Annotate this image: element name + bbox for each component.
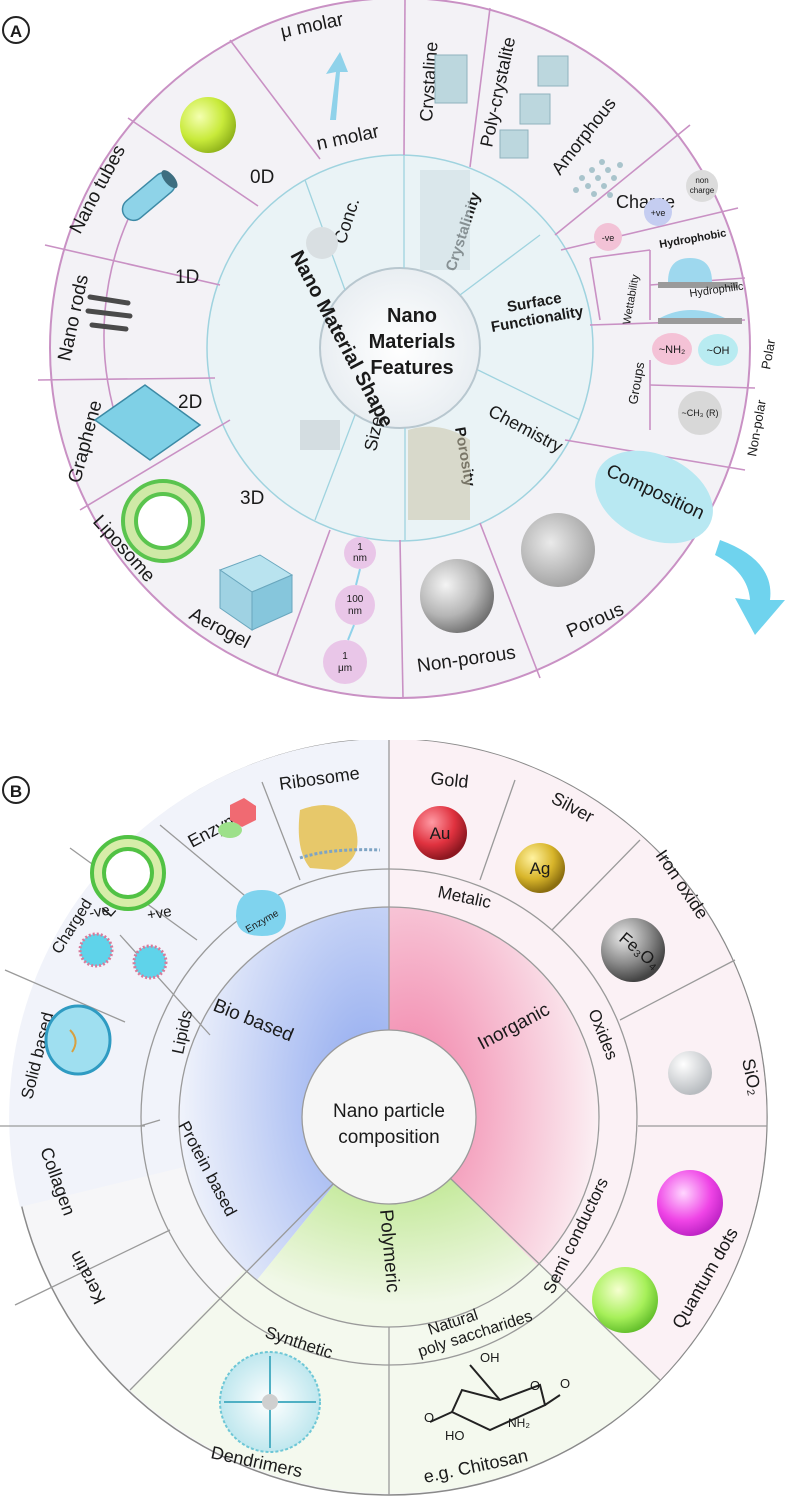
- bio-sector: [179, 907, 389, 1280]
- center-circle: [319, 267, 481, 429]
- size-1um-b: μm: [338, 663, 352, 674]
- charge-pos-bubble: [644, 198, 672, 226]
- charged-pos-particle-icon: [132, 944, 168, 980]
- label-gold: Gold: [430, 768, 470, 792]
- chitosan-nh2: NH₂: [508, 1416, 530, 1430]
- composition-arrow-icon: [715, 540, 785, 635]
- polymeric-sector: [257, 1117, 537, 1327]
- porosity-foam-icon: [408, 426, 470, 520]
- inorganic-sector: [389, 907, 599, 1265]
- size-1nm-a: 1: [357, 542, 363, 553]
- graphene-sheet-icon: [93, 384, 202, 461]
- panel-b-diagram: Nano particle composition Bio based Inor…: [0, 740, 768, 1496]
- chitosan-ho: HO: [445, 1428, 465, 1443]
- aerogel-cube-icon: [218, 554, 294, 631]
- size-1um-a: 1: [342, 651, 348, 662]
- size-100nm-a: 100: [347, 594, 364, 605]
- panel-a-tag: [2, 16, 30, 44]
- sio2-particle-icon: [668, 1051, 712, 1095]
- non-charge-label-2: charge: [690, 186, 715, 195]
- ag-label: Ag: [530, 859, 551, 878]
- ch3-label: ~CH₃ (R): [682, 408, 719, 418]
- charge-neg-bubble: [594, 223, 622, 251]
- label-polar: Polar: [758, 337, 778, 370]
- non-porous-sphere-icon: [420, 559, 494, 633]
- size-1nm-b: nm: [353, 553, 367, 564]
- center-title-line1: Nano: [387, 305, 437, 327]
- label-groups: Groups: [625, 360, 647, 405]
- center-b-line2: composition: [338, 1127, 439, 1148]
- porous-sphere-icon: [521, 513, 595, 587]
- center-b-line1: Nano particle: [333, 1101, 445, 1122]
- charged-pos-label: +ve: [146, 903, 173, 924]
- charge-neg-label: -ve: [602, 233, 615, 243]
- chitosan-o-ring: O: [530, 1378, 540, 1393]
- label-non-polar: Non-polar: [744, 398, 769, 457]
- label-0d: 0D: [250, 167, 274, 188]
- gold-particle-icon: [413, 806, 467, 860]
- charged-neg-label: -ve: [88, 902, 111, 922]
- quantum-dot-magenta-icon: [657, 1170, 723, 1236]
- panel-a-diagram: Nano Materials Features Nano Material Sh…: [2, 0, 785, 699]
- size-100nm-b: nm: [348, 606, 362, 617]
- shape-sphere-icon: [306, 227, 338, 259]
- crystal-lattice-icon: [420, 170, 470, 270]
- substrate-oval-icon: [218, 822, 242, 838]
- non-charge-label-1: non: [695, 176, 708, 185]
- chitosan-o-left: O: [424, 1410, 434, 1425]
- nano-tube-icon: [121, 170, 178, 222]
- dendrimer-icon: [219, 1351, 321, 1453]
- panel-b-tag-label: B: [10, 782, 22, 801]
- substrate-hexagon-icon: [230, 798, 256, 827]
- 0d-sphere-icon: [180, 97, 236, 153]
- center-title-line3: Features: [370, 357, 453, 379]
- iron-oxide-particle-icon: [601, 918, 665, 982]
- center-title-line2: Materials: [369, 331, 456, 353]
- non-charge-bubble: [686, 170, 718, 202]
- nano-rods-icon: [85, 294, 133, 332]
- label-2d: 2D: [178, 392, 202, 413]
- chitosan-o-right: O: [560, 1376, 570, 1391]
- enzyme-pocket-icon: [236, 890, 286, 936]
- hydrophobic-surface-icon: [658, 282, 738, 288]
- panel-b-tag: [2, 776, 30, 804]
- oh-label: ~OH: [707, 345, 730, 357]
- au-label: Au: [430, 824, 451, 843]
- liposome-icon-b: [90, 835, 166, 911]
- label-3d: 3D: [240, 488, 264, 509]
- charge-pos-label: +ve: [651, 208, 666, 218]
- oh-bubble: [698, 334, 738, 366]
- panel-a-tag-label: A: [10, 22, 22, 41]
- nh2-bubble: [652, 333, 692, 365]
- charged-neg-particle-icon: [78, 932, 114, 968]
- crystal-cubes-icon: [434, 54, 569, 159]
- composition-bubble: [595, 450, 713, 544]
- amorphous-dots-icon: [573, 159, 623, 198]
- concentration-arrow-icon: [326, 52, 348, 120]
- solid-lipid-icon: [44, 1004, 112, 1076]
- chitosan-structure-icon: [429, 1364, 561, 1432]
- label-1d: 1D: [175, 267, 199, 288]
- hydrophilic-drop-icon: [660, 310, 725, 318]
- silver-particle-icon: [515, 843, 565, 893]
- hydrophobic-drop-icon: [668, 258, 712, 282]
- chitosan-oh-top: OH: [480, 1350, 500, 1365]
- nh2-label: ~NH₂: [659, 344, 686, 356]
- quantum-dot-green-icon: [592, 1267, 658, 1333]
- rna-strand-icon: [299, 848, 381, 860]
- hydrophilic-surface-icon: [658, 318, 742, 324]
- ribosome-icon: [298, 805, 358, 870]
- shape-cube-icon: [300, 420, 340, 450]
- size-scale: [323, 537, 376, 684]
- liposome-icon-a: [121, 479, 205, 563]
- ch3-bubble: [678, 391, 722, 435]
